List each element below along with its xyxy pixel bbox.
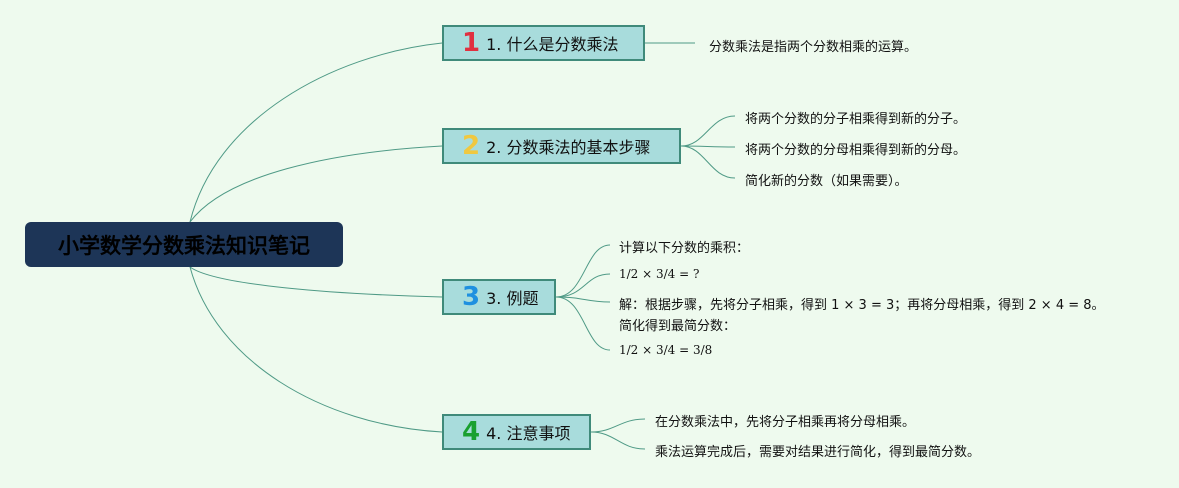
branch-1-node[interactable]: 1 1. 什么是分数乘法 [442,25,645,61]
link-branch-2-leaf-1 [680,115,736,147]
branch-3-node[interactable]: 3 3. 例题 [442,279,556,315]
link-branch-4-leaf-1 [590,418,646,433]
link-branch-3-leaf-2 [555,273,611,298]
root-title: 小学数学分数乘法知识笔记 [58,233,310,258]
branch-2-label: 2. 分数乘法的基本步骤 [486,138,651,157]
link-branch-3-leaf-1 [555,244,611,298]
branch-3-leaf-1: 计算以下分数的乘积： [619,241,750,256]
branch-1-label: 1. 什么是分数乘法 [486,35,619,54]
branch-2-leaf-1: 将两个分数的分子相乘得到新的分子。 [745,112,967,127]
number-4-icon: 4 [462,417,481,447]
link-branch-2-leaf-3 [680,145,736,179]
link-branch-2-leaf-2 [680,145,736,148]
branch-3-leaf-4: 简化得到最简分数： [619,319,737,334]
branch-4-leaf-2: 乘法运算完成后，需要对结果进行简化，得到最简分数。 [655,445,981,460]
link-root-branch-4 [189,266,443,433]
link-branch-4-leaf-2 [590,431,646,450]
branch-4-leaf-1: 在分数乘法中，先将分子相乘再将分母相乘。 [655,415,916,430]
branch-3-leaf-2: 1/2 × 3/4 = ? [619,267,700,281]
branch-3-leaf-5: 1/2 × 3/4 = 3/8 [619,343,713,357]
number-1-icon: 1 [462,28,481,58]
branch-1-leaf-1: 分数乘法是指两个分数相乘的运算。 [709,40,918,55]
link-root-branch-1 [189,42,443,223]
branch-3-label: 3. 例题 [486,289,539,308]
number-3-icon: 3 [462,282,481,312]
link-root-branch-3 [189,266,443,298]
root-node[interactable]: 小学数学分数乘法知识笔记 [25,222,343,267]
branch-4-node[interactable]: 4 4. 注意事项 [442,414,591,450]
number-2-icon: 2 [462,131,481,161]
branch-3-leaf-3: 解：根据步骤，先将分子相乘，得到 1 × 3 = 3；再将分母相乘，得到 2 ×… [619,298,1105,313]
link-branch-3-leaf-4 [555,296,611,351]
branch-2-leaf-3: 简化新的分数（如果需要）。 [745,174,908,189]
branch-2-leaf-2: 将两个分数的分母相乘得到新的分母。 [745,143,967,158]
link-branch-3-leaf-3 [555,296,611,303]
link-root-branch-2 [189,145,443,223]
branch-2-node[interactable]: 2 2. 分数乘法的基本步骤 [442,128,681,164]
branch-4-label: 4. 注意事项 [486,424,571,443]
